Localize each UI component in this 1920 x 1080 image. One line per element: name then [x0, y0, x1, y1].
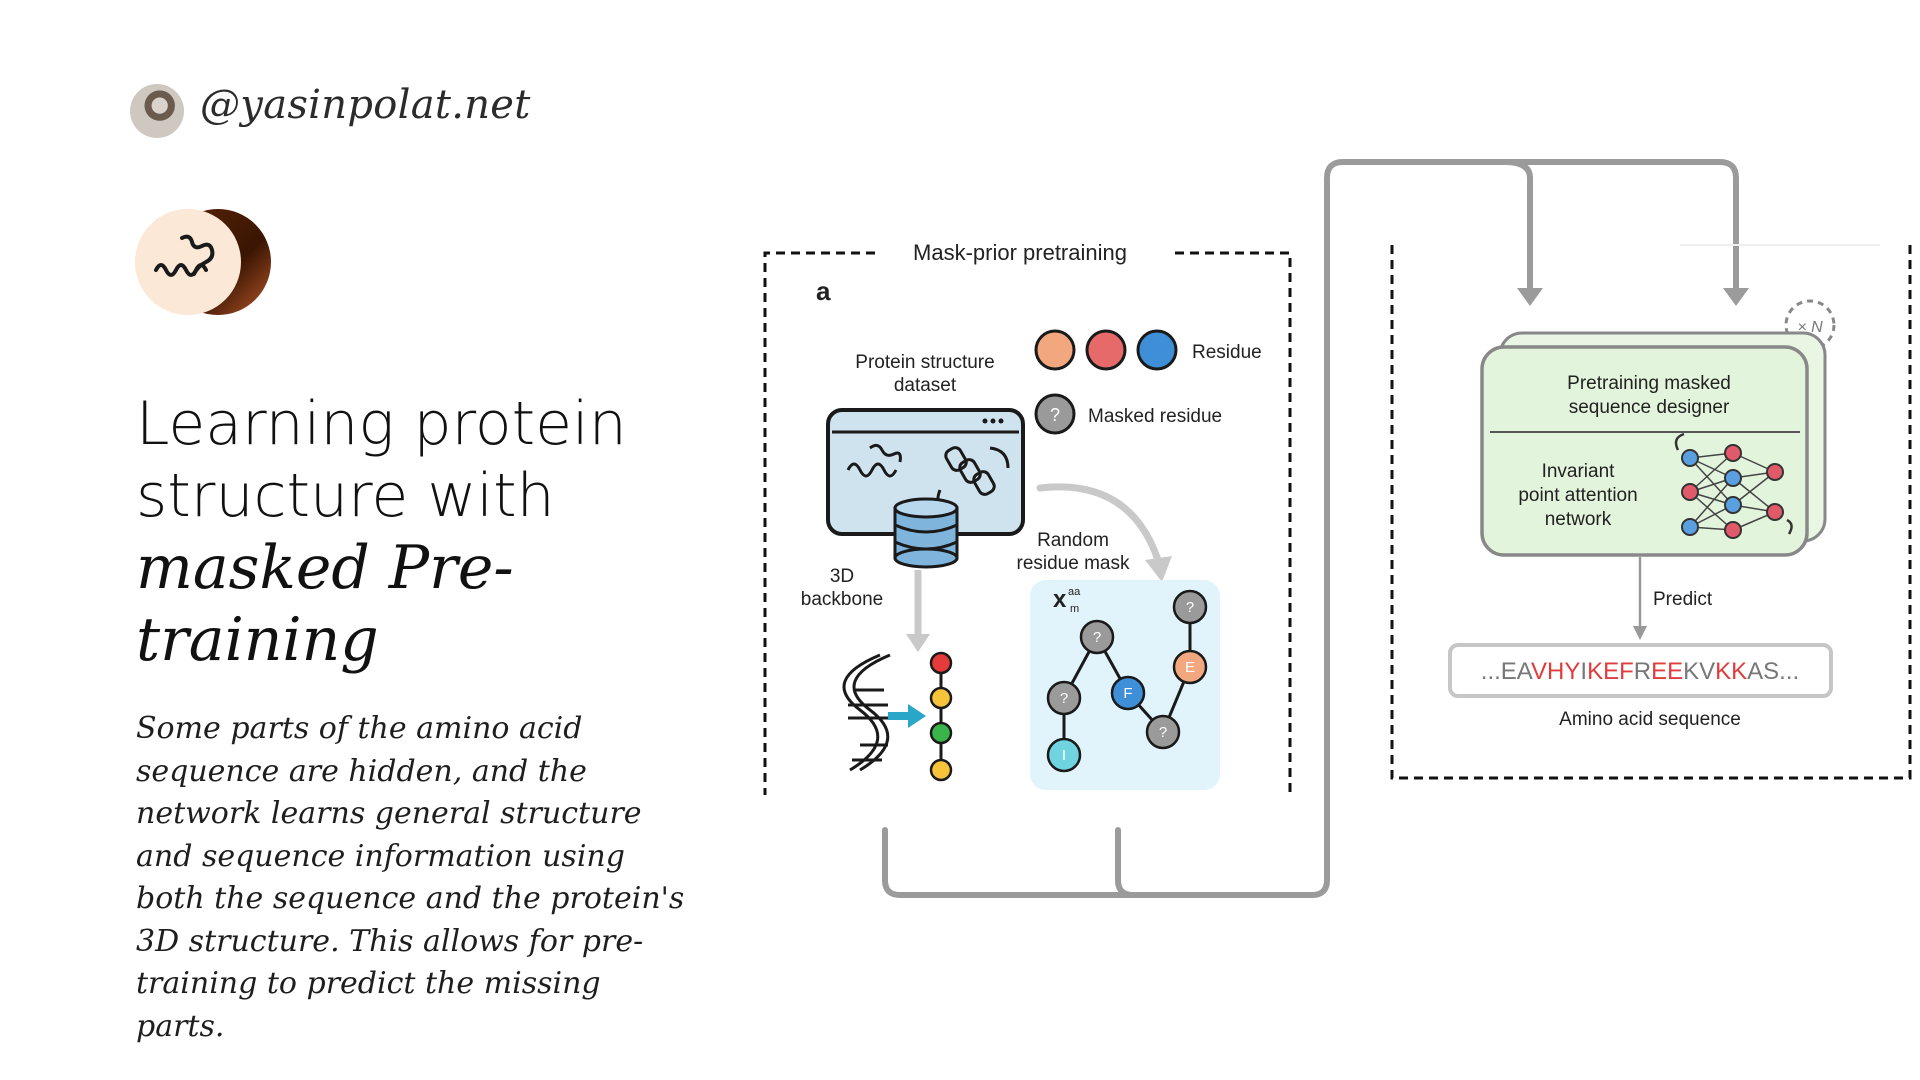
protein-logo-icon: [135, 209, 271, 315]
predict-label: Predict: [1653, 589, 1713, 610]
backbone-label-line-1: 3D: [830, 566, 854, 587]
node-e: E: [1185, 659, 1195, 676]
title-line-3: masked Pre-: [136, 533, 514, 603]
node-f: F: [1123, 685, 1132, 702]
sequence-segment: R: [1634, 658, 1651, 685]
dataset-label-line-1: Protein structure: [855, 352, 994, 373]
ipa-label-line-1: Invariant: [1542, 461, 1616, 482]
masked-symbol: ?: [1050, 405, 1060, 425]
node-masked-4: ?: [1159, 724, 1167, 741]
panel-letter: a: [816, 276, 831, 306]
mask-prior-panel-border: [763, 251, 1292, 795]
dataset-label-line-2: dataset: [894, 375, 957, 396]
mask-arrow: [1036, 483, 1162, 564]
designer-label-line-2: sequence designer: [1569, 397, 1730, 418]
mask-arrowhead: [1145, 556, 1172, 582]
backbone-label-line-2: backbone: [801, 589, 883, 610]
sequence-segment: ...EA: [1481, 658, 1533, 685]
connector-lines: [882, 159, 1739, 898]
x-subscript: m: [1070, 603, 1079, 615]
backbone-arrowhead: [906, 634, 930, 652]
helix-backbone-icon: [842, 651, 953, 782]
sequence-segment: EE: [1651, 658, 1683, 685]
ipa-label-line-3: network: [1545, 509, 1612, 530]
node-masked-1: ?: [1186, 599, 1194, 616]
sequence-caption: Amino acid sequence: [1559, 709, 1741, 730]
database-icon: [893, 497, 959, 569]
random-mask-label-line-2: residue mask: [1017, 553, 1130, 574]
random-mask-label-line-1: Random: [1037, 530, 1109, 551]
designer-label-line-1: Pretraining masked: [1567, 373, 1731, 394]
residue-legend: Residue ? Masked residue: [1034, 329, 1262, 435]
node-i: I: [1062, 747, 1066, 764]
sequence-text: ...EAVHYIKEFREEKVKKAS...: [1481, 658, 1799, 685]
panel-title: Mask-prior pretraining: [913, 240, 1127, 265]
sequence-segment: AS...: [1747, 658, 1799, 685]
author-avatar: [130, 84, 184, 138]
residue-label: Residue: [1192, 342, 1262, 363]
predict-arrowhead: [1633, 626, 1647, 640]
sequence-segment: I: [1580, 658, 1587, 685]
page-title: Learning protein structure with masked P…: [136, 388, 776, 676]
connector-arrowheads: [1517, 288, 1749, 306]
node-masked-2: ?: [1093, 629, 1101, 646]
sequence-segment: VHY: [1531, 658, 1580, 685]
sequence-segment: KK: [1715, 658, 1747, 685]
node-masked-3: ?: [1060, 690, 1068, 707]
sequence-segment: KEF: [1587, 658, 1634, 685]
sequence-segment: KV: [1683, 658, 1715, 685]
title-line-4: training: [136, 605, 379, 675]
masked-residue-graph: x aa m ? ? E F ? ? I: [1030, 580, 1220, 790]
x-symbol: x: [1053, 586, 1067, 613]
sequence-box: [1448, 643, 1833, 698]
dataset-screen-icon: [826, 408, 1025, 536]
ipa-label-line-2: point attention: [1518, 485, 1637, 506]
title-line-1: Learning protein: [136, 389, 627, 459]
description-text: Some parts of the amino acid sequence ar…: [136, 711, 685, 1044]
title-line-2: structure with: [136, 461, 555, 531]
neural-network-icon: [1674, 432, 1793, 539]
author-handle: @yasinpolat.net: [200, 82, 531, 128]
x-superscript: aa: [1068, 586, 1081, 598]
masked-residue-label: Masked residue: [1088, 406, 1222, 427]
